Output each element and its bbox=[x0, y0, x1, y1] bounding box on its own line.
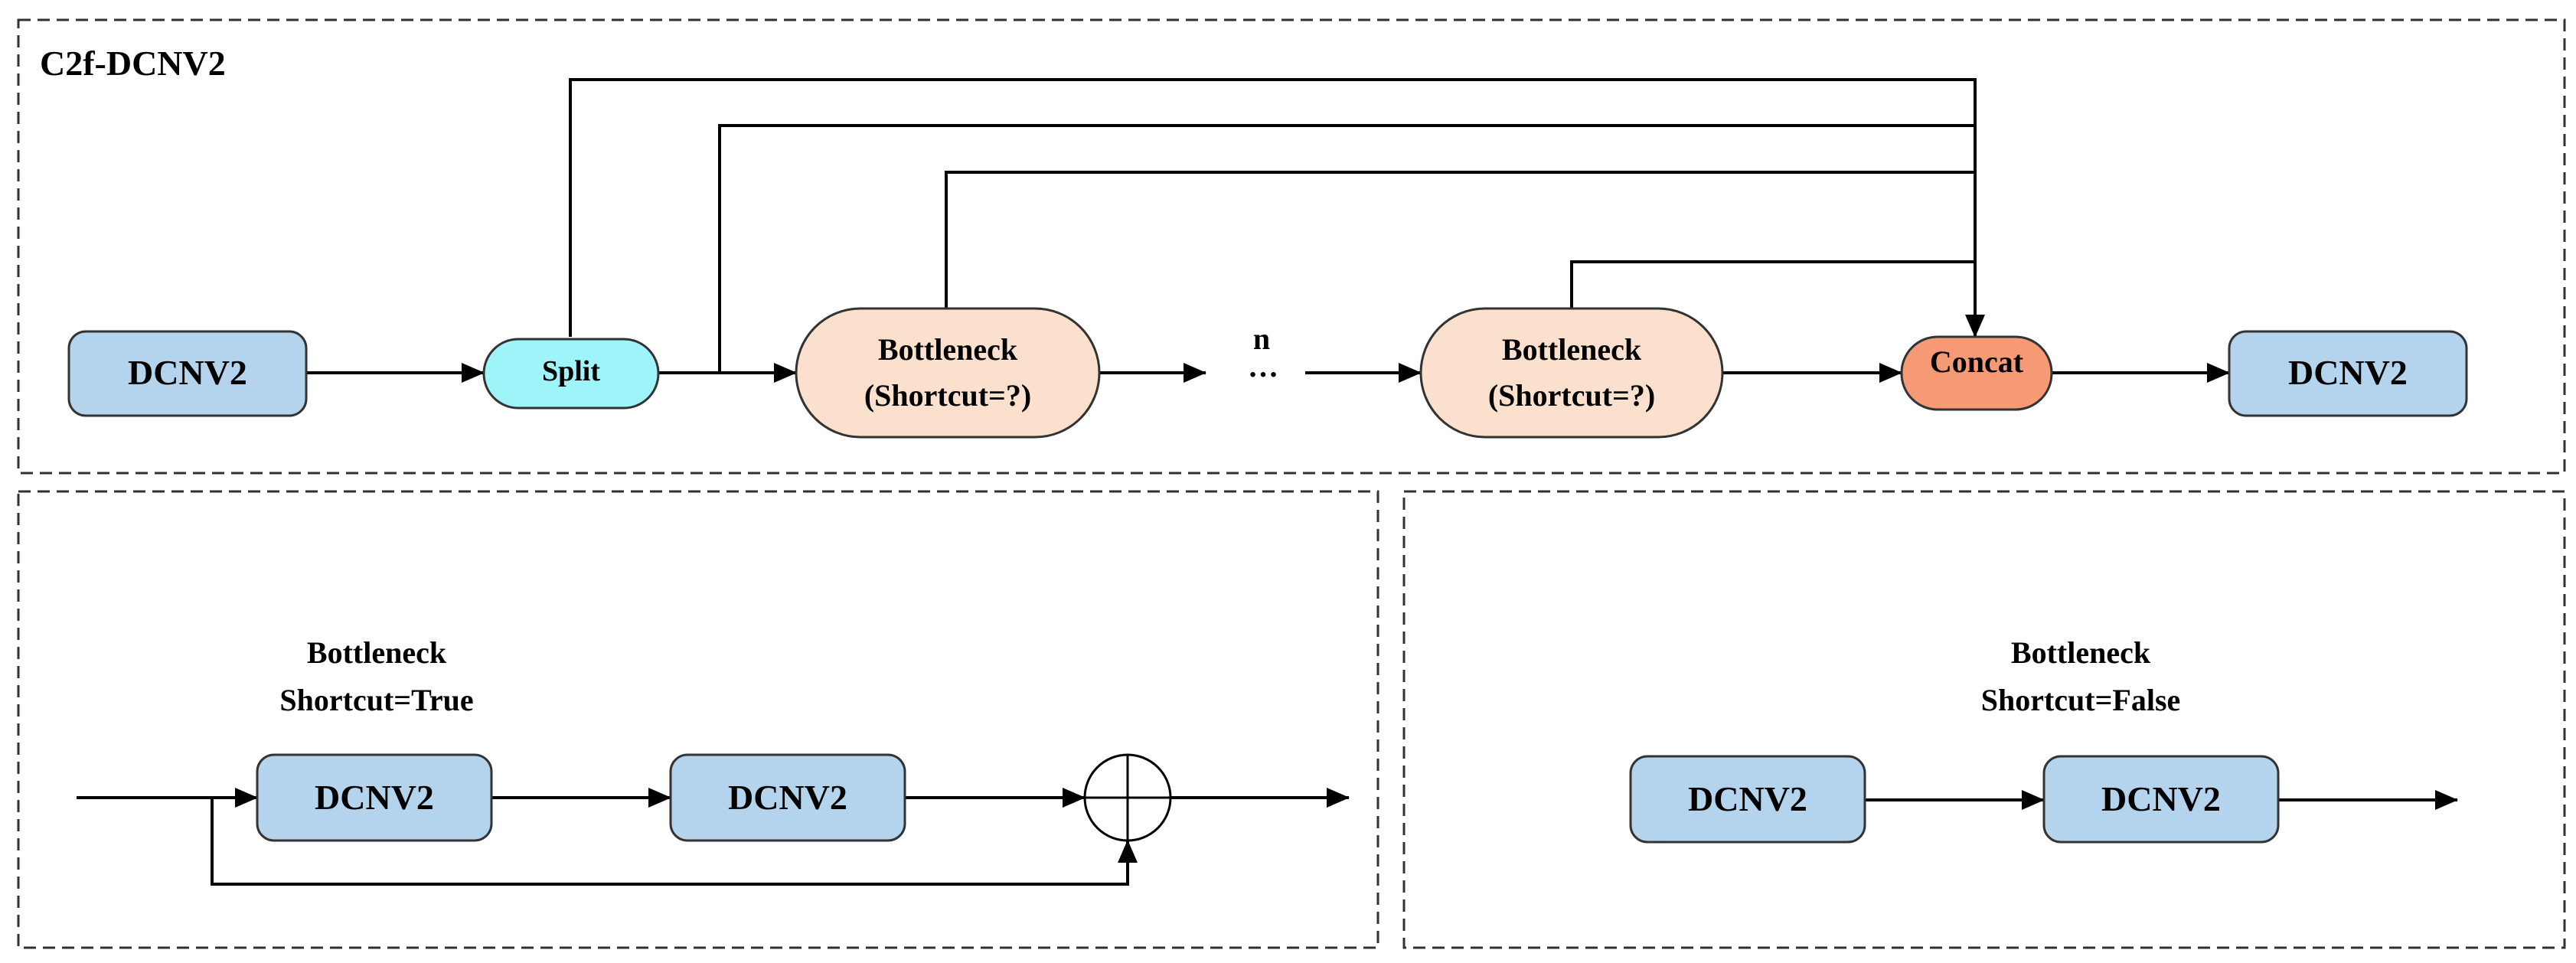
output-dcnv2-node: DCNV2 bbox=[2228, 330, 2468, 417]
concat-label: Concat bbox=[1930, 344, 2024, 379]
ellipsis-label: … bbox=[1248, 349, 1278, 384]
bottleneck-node-2: Bottleneck (Shortcut=?) bbox=[1419, 307, 1724, 439]
bottom-left-title-line1: Bottleneck bbox=[307, 635, 447, 670]
skip-wire-split-bottom bbox=[718, 124, 1975, 371]
skip-connections bbox=[569, 78, 1985, 371]
bottom-right-title-line1: Bottleneck bbox=[2011, 635, 2151, 670]
bl-dcnv2-b-box bbox=[669, 753, 906, 842]
br-dcnv2-node-b: DCNV2 bbox=[2042, 755, 2280, 844]
bottleneck-1-label-line2: (Shortcut=?) bbox=[864, 378, 1031, 413]
br-dcnv2-a-label: DCNV2 bbox=[1688, 779, 1807, 818]
concat-node: Concat bbox=[1900, 335, 2053, 411]
bottleneck-2-box bbox=[1419, 307, 1724, 439]
output-dcnv2-label: DCNV2 bbox=[2288, 353, 2408, 392]
skip-wire-split-top bbox=[569, 78, 1977, 337]
bottom-left-title-line2: Shortcut=True bbox=[279, 683, 473, 717]
bottleneck-2-label-line2: (Shortcut=?) bbox=[1488, 378, 1655, 413]
skip-wire-bottleneck-2 bbox=[1570, 260, 1975, 310]
top-panel-title: C2f-DCNV2 bbox=[40, 44, 226, 83]
split-label: Split bbox=[542, 355, 600, 387]
bottom-right-title-line2: Shortcut=False bbox=[1981, 683, 2181, 717]
repeat-n-label: n bbox=[1253, 322, 1270, 356]
output-dcnv2-box bbox=[2228, 330, 2468, 417]
bottleneck-node-1: Bottleneck (Shortcut=?) bbox=[795, 307, 1101, 439]
bl-dcnv2-node-b: DCNV2 bbox=[669, 753, 906, 842]
bottom-left-panel-frame bbox=[17, 490, 1379, 949]
bl-dcnv2-node-a: DCNV2 bbox=[256, 753, 493, 842]
shortcut-true-flow bbox=[77, 788, 1350, 886]
split-box bbox=[482, 338, 660, 410]
skip-wire-bottleneck-1 bbox=[945, 171, 1975, 310]
br-dcnv2-b-box bbox=[2042, 755, 2280, 844]
br-dcnv2-a-box bbox=[1629, 755, 1866, 844]
bl-dcnv2-b-label: DCNV2 bbox=[728, 778, 847, 817]
split-node: Split bbox=[482, 338, 660, 410]
top-panel-frame bbox=[17, 18, 2566, 475]
bl-dcnv2-a-label: DCNV2 bbox=[315, 778, 434, 817]
input-dcnv2-box bbox=[67, 330, 308, 417]
bottleneck-1-box bbox=[795, 307, 1101, 439]
input-dcnv2-node: DCNV2 bbox=[67, 330, 308, 417]
bottom-right-panel-frame bbox=[1402, 490, 2566, 949]
bottleneck-2-label-line1: Bottleneck bbox=[1502, 332, 1642, 367]
bl-dcnv2-a-box bbox=[256, 753, 493, 842]
br-dcnv2-b-label: DCNV2 bbox=[2101, 779, 2221, 818]
bottleneck-1-label-line1: Bottleneck bbox=[878, 332, 1018, 367]
input-dcnv2-label: DCNV2 bbox=[128, 353, 247, 392]
concat-box bbox=[1900, 335, 2053, 411]
br-dcnv2-node-a: DCNV2 bbox=[1629, 755, 1866, 844]
add-operator bbox=[1083, 753, 1172, 842]
